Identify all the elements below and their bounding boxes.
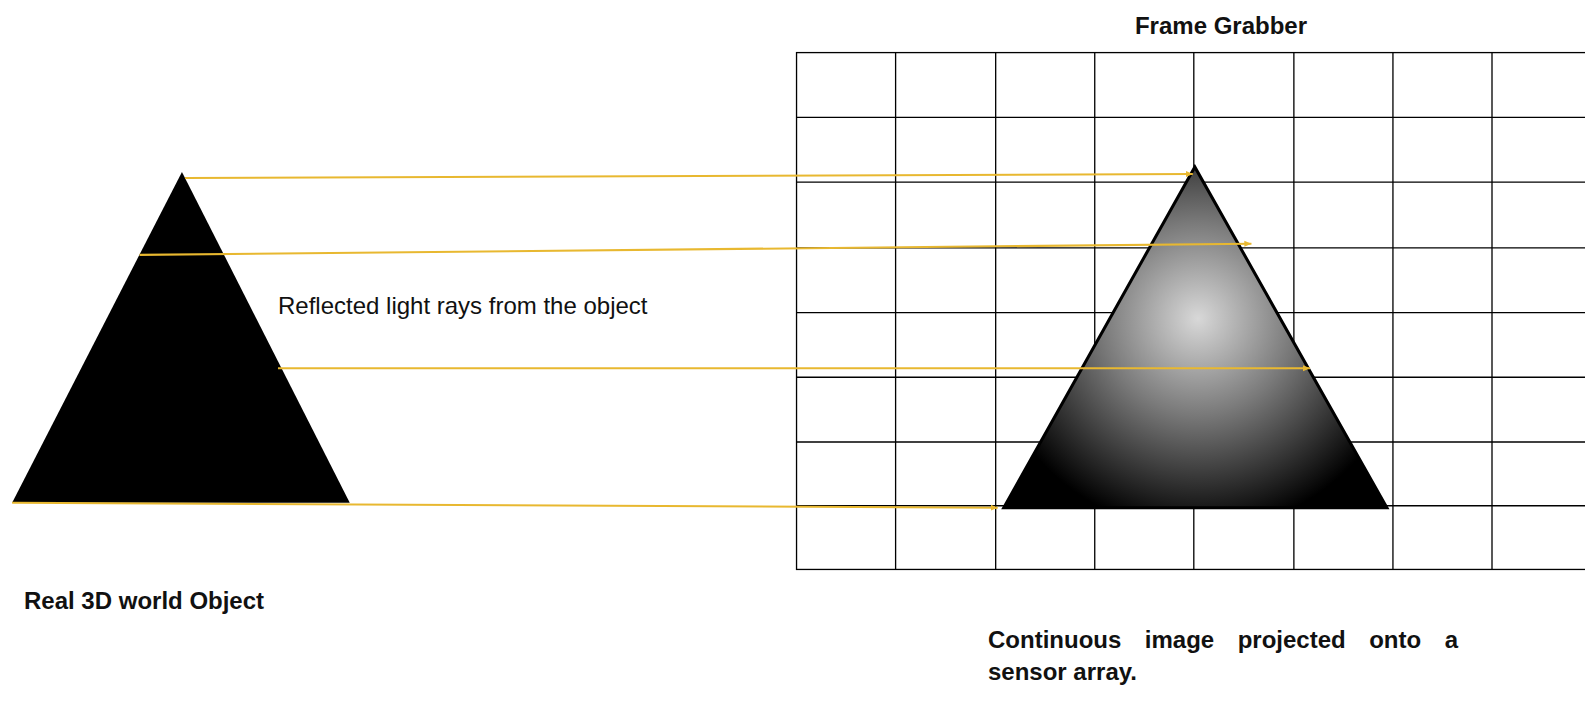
ray-label: Reflected light rays from the object <box>278 290 648 322</box>
grid-heading: Frame Grabber <box>1135 10 1307 42</box>
real-object-triangle <box>12 172 350 503</box>
sensor-caption: Continuous image projected onto a sensor… <box>988 624 1458 689</box>
object-caption: Real 3D world Object <box>24 585 264 617</box>
sensor-grid <box>797 53 1585 570</box>
projected-image-triangle <box>1004 167 1387 508</box>
light-rays <box>12 174 1310 508</box>
